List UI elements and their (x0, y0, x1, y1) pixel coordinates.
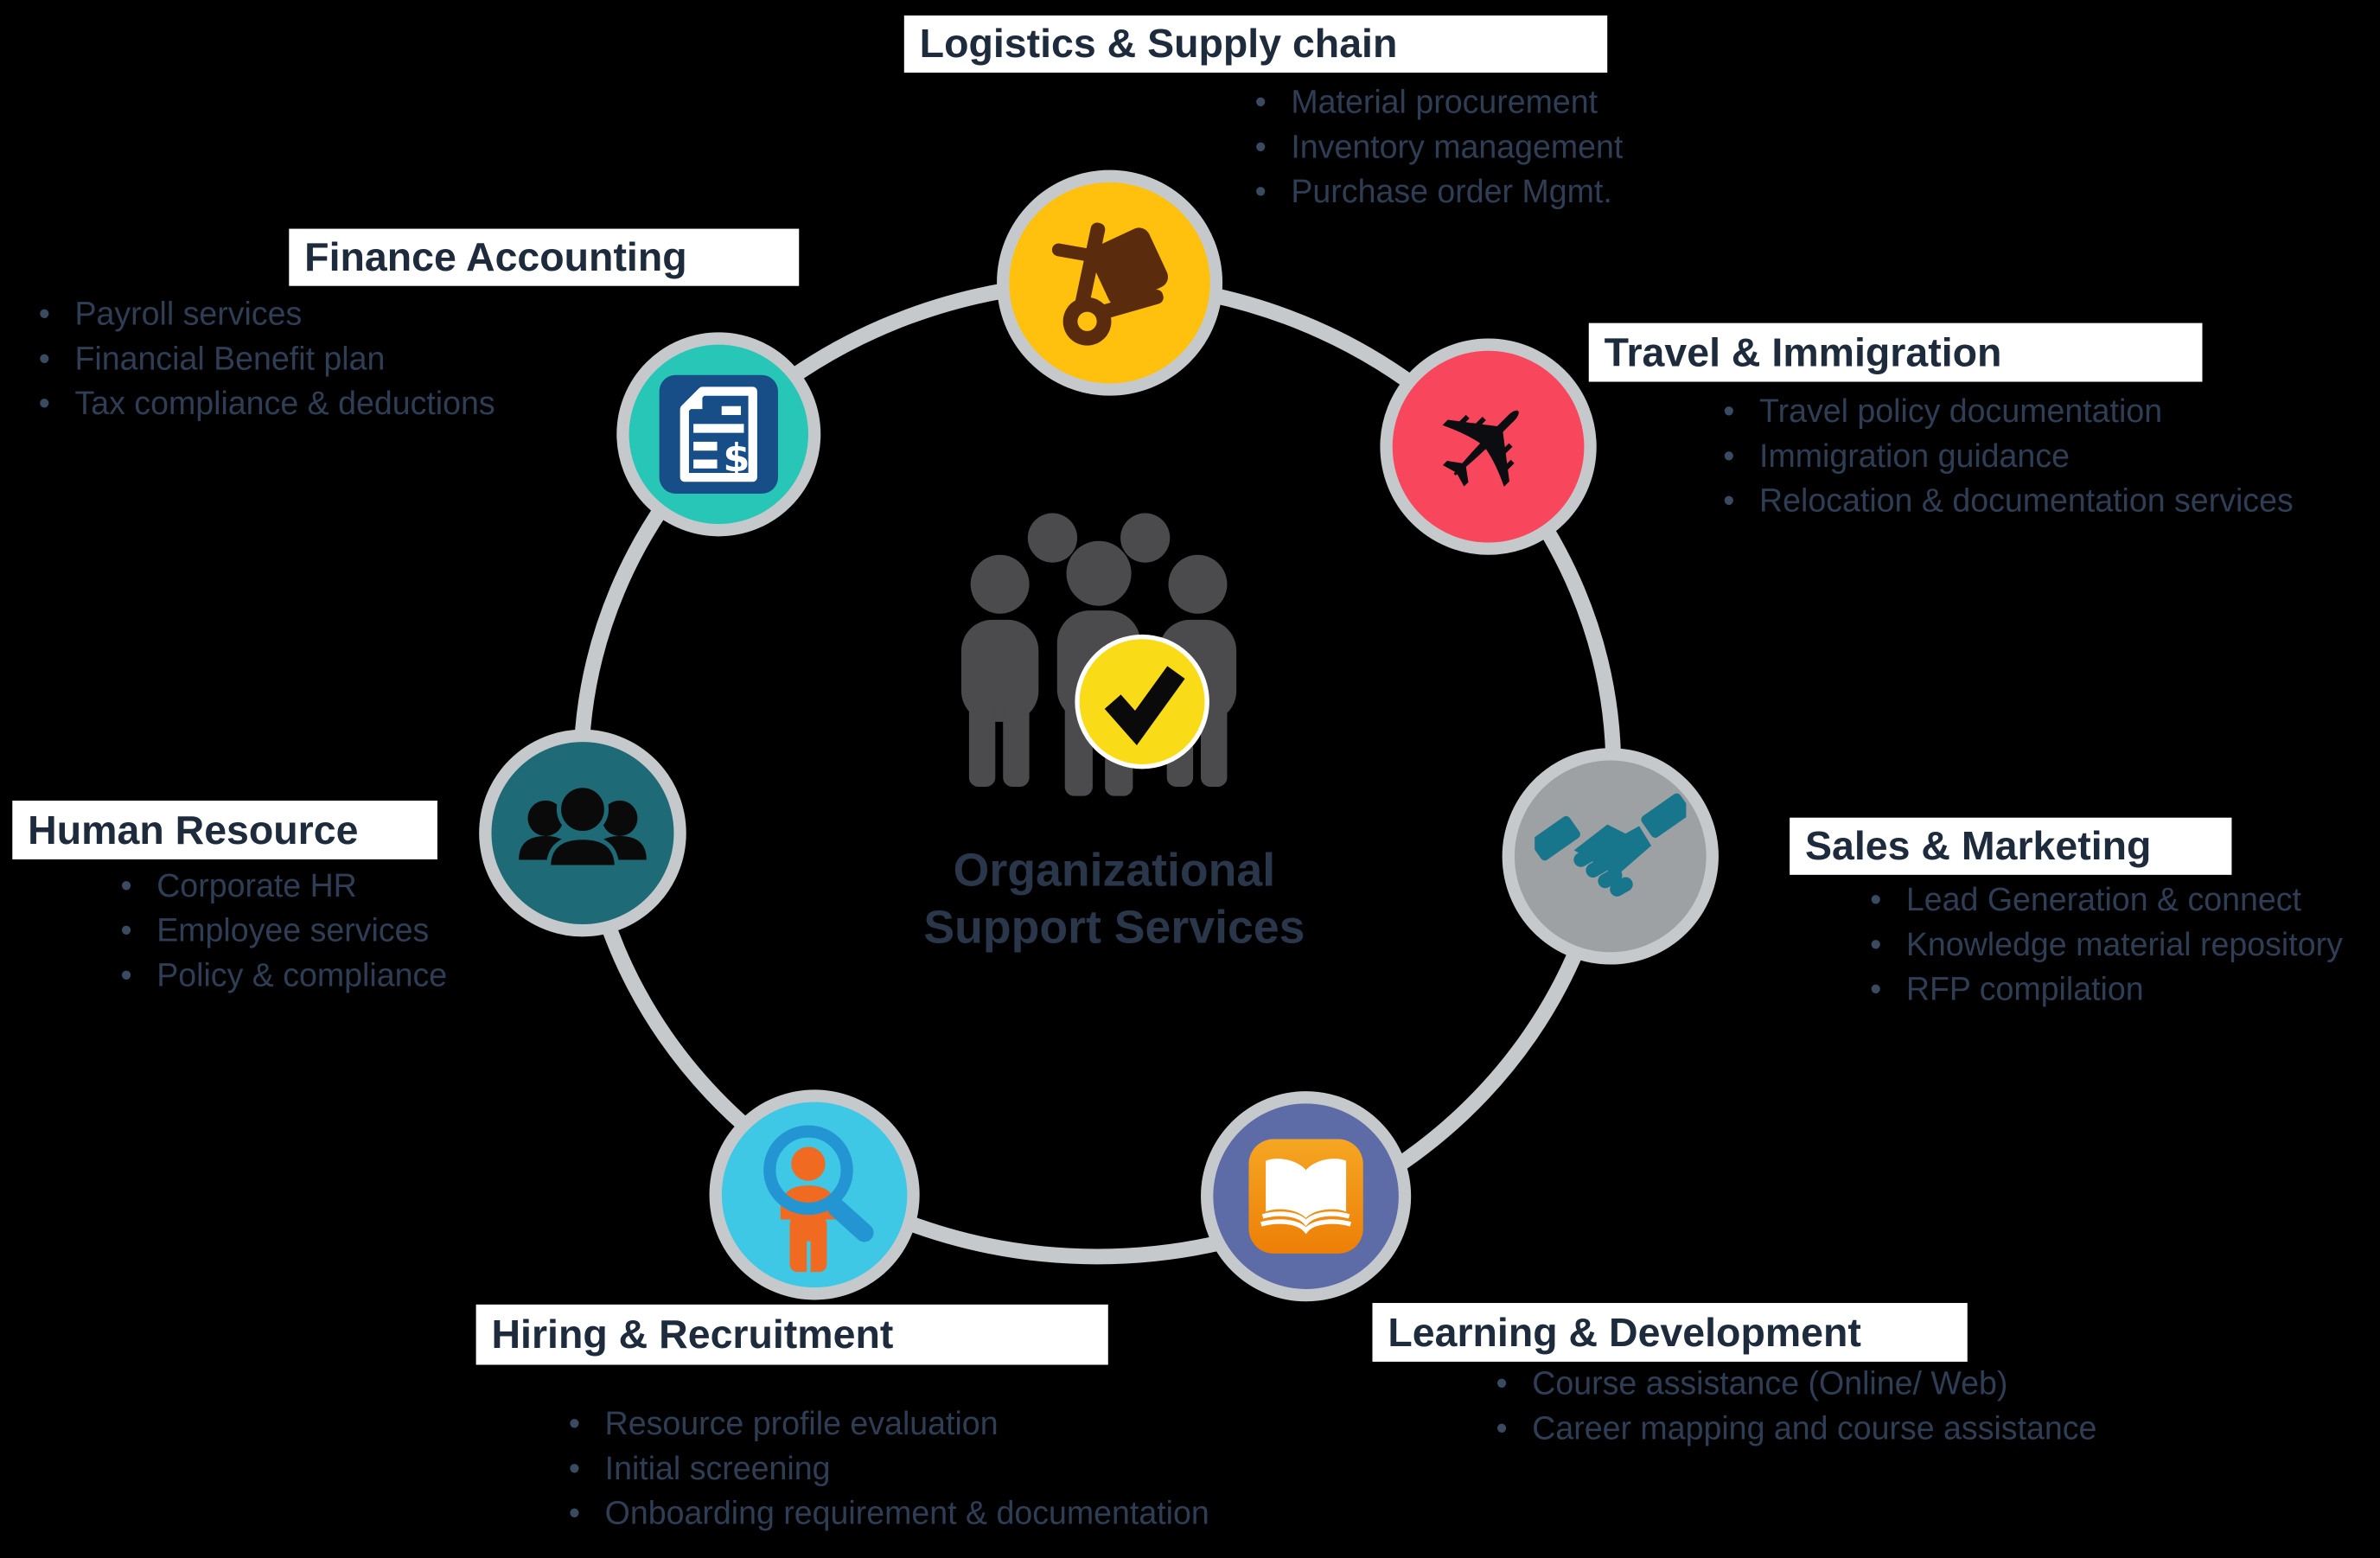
node-sales (1502, 748, 1719, 965)
bullets-logistics: Material procurement Inventory managemen… (1255, 80, 1624, 215)
airplane-icon: ✈ (1398, 356, 1578, 536)
list-item: Resource profile evaluation (569, 1402, 1209, 1446)
list-item: Immigration guidance (1723, 434, 2293, 479)
list-item: Lead Generation & connect (1870, 878, 2343, 923)
list-item: Employee services (120, 909, 447, 954)
bullets-human-resource: Corporate HR Employee services Policy & … (120, 864, 447, 999)
list-item: Travel policy documentation (1723, 390, 2293, 435)
node-travel: ✈ (1380, 338, 1597, 555)
title-sales: Sales & Marketing (1790, 817, 2232, 875)
bullets-finance: Payroll services Financial Benefit plan … (39, 292, 495, 427)
list-item: Onboarding requirement & documentation (569, 1491, 1209, 1536)
open-book-icon (1248, 1139, 1363, 1254)
handshake-icon (1535, 793, 1687, 897)
team-check-icon (949, 510, 1251, 827)
bullets-travel: Travel policy documentation Immigration … (1723, 390, 2294, 525)
people-group-icon (519, 783, 647, 870)
node-finance: $ (616, 332, 821, 537)
center-title: Organizational Support Services (805, 842, 1423, 956)
list-item: Policy & compliance (120, 954, 447, 999)
hand-truck-icon (1051, 222, 1169, 346)
list-item: Payroll services (39, 292, 495, 337)
list-item: Relocation & documentation services (1723, 479, 2294, 524)
list-item: Inventory management (1255, 125, 1623, 170)
list-item: Purchase order Mgmt. (1255, 170, 1624, 215)
list-item: Knowledge material repository (1870, 923, 2343, 967)
node-hr (479, 729, 686, 937)
title-learning: Learning & Development (1372, 1303, 1968, 1362)
node-learning (1201, 1091, 1412, 1302)
title-human-resource: Human Resource (12, 801, 437, 859)
title-logistics: Logistics & Supply chain (903, 15, 1608, 73)
title-hiring: Hiring & Recruitment (475, 1304, 1108, 1365)
title-travel: Travel & Immigration (1588, 322, 2203, 382)
list-item: Course assistance (Online/ Web) (1496, 1362, 2096, 1407)
svg-text:$: $ (723, 436, 750, 481)
bullets-learning: Course assistance (Online/ Web) Career m… (1496, 1362, 2096, 1452)
node-logistics (997, 169, 1223, 396)
list-item: Corporate HR (120, 864, 447, 909)
title-finance: Finance Accounting (289, 228, 800, 286)
list-item: Career mapping and course assistance (1496, 1407, 2096, 1452)
list-item: RFP compilation (1870, 967, 2343, 1012)
list-item: Material procurement (1255, 80, 1624, 125)
center-title-line1: Organizational (953, 845, 1276, 897)
invoice-icon: $ (659, 374, 778, 494)
candidate-search-icon (763, 1125, 874, 1273)
center-title-line2: Support Services (923, 903, 1305, 955)
list-item: Tax compliance & deductions (39, 382, 495, 427)
bullets-sales: Lead Generation & connect Knowledge mate… (1870, 878, 2343, 1012)
list-item: Financial Benefit plan (39, 337, 495, 382)
list-item: Initial screening (569, 1446, 1209, 1491)
node-hiring (709, 1089, 920, 1300)
bullets-hiring: Resource profile evaluation Initial scre… (569, 1402, 1209, 1536)
